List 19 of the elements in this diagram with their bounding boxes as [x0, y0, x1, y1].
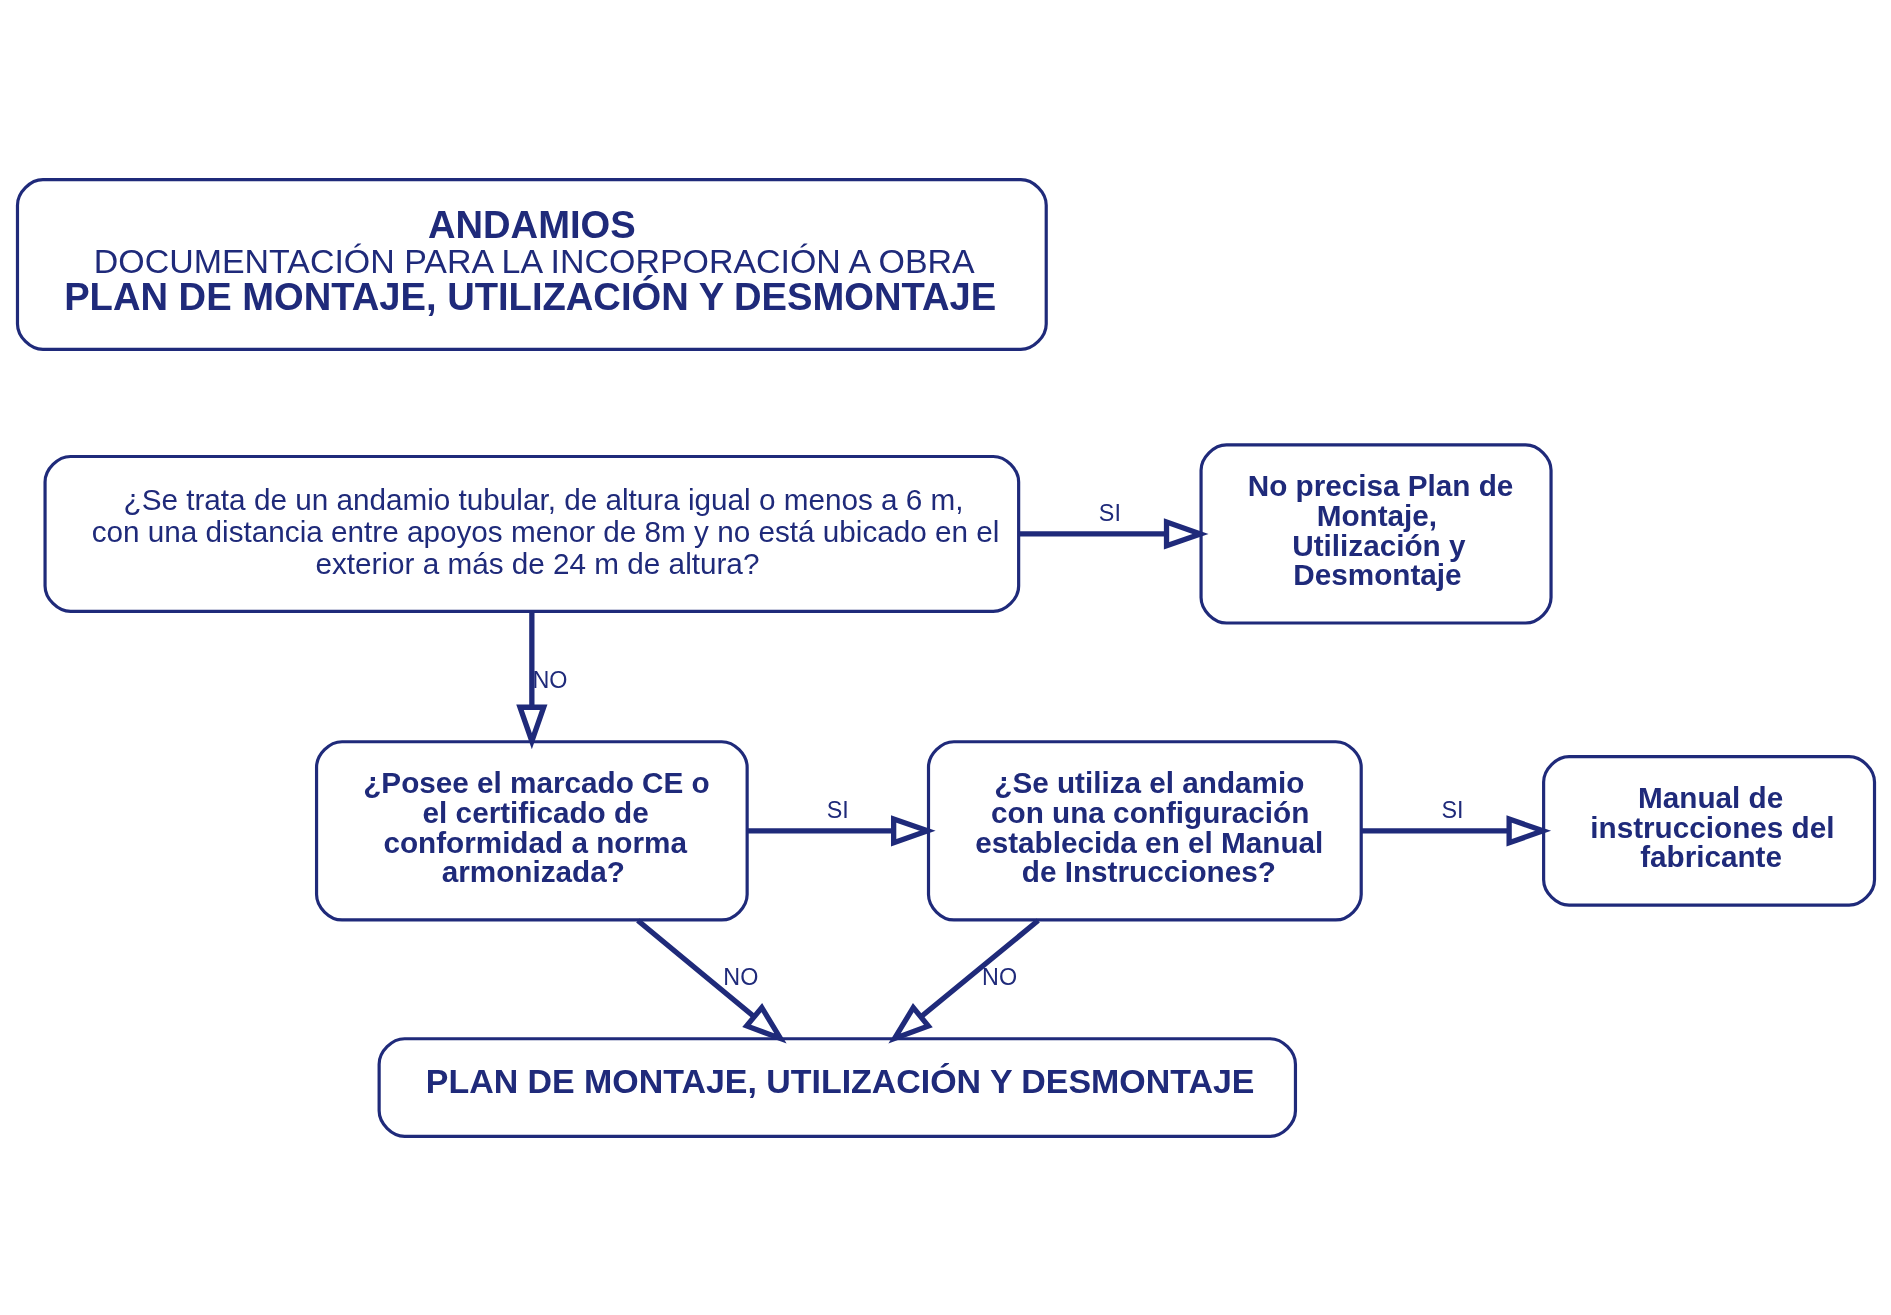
edge-label: NO: [531, 666, 567, 693]
edge-label: SI: [1098, 499, 1121, 526]
arrow: [635, 918, 787, 1043]
edge-label: NO: [981, 963, 1017, 990]
edge-label: SI: [826, 796, 849, 823]
node-box: ANDAMIOS DOCUMENTACIÓN PARA LA INCORPORACIÓN A OBRA PLAN DE MONTAJE, UTILIZACIÓN Y DESMONTAJE: [15, 177, 1048, 351]
node-box: ¿Se trata de un andamio tubular, de altura igual o menos a 6 m, con una distancia entre apoyos menor de 8m y no está ubicado en el exterior a más de 24 m de altura?: [42, 454, 1020, 613]
node-box: Manual de instrucciones del fabricante: [1541, 754, 1876, 907]
edge-label: NO: [722, 963, 758, 990]
arrow: [747, 814, 936, 846]
arrow: [1018, 517, 1208, 550]
node-box: PLAN DE MONTAJE, UTILIZACIÓN Y DESMONTAJE: [377, 1036, 1297, 1138]
arrow: [1360, 814, 1551, 846]
arrow: [515, 610, 547, 749]
node-box: No precisa Plan de Montaje, Utilización y Desmontaje: [1198, 442, 1553, 625]
edge-label: SI: [1440, 796, 1463, 823]
node-box: ¿Posee el marcado CE o el certificado de conformidad a norma armonizada?: [314, 739, 749, 922]
node-box: ¿Se utiliza el andamio con una configuración establecida en el Manual de Instrucciones?: [926, 739, 1363, 922]
arrow: [887, 918, 1040, 1043]
